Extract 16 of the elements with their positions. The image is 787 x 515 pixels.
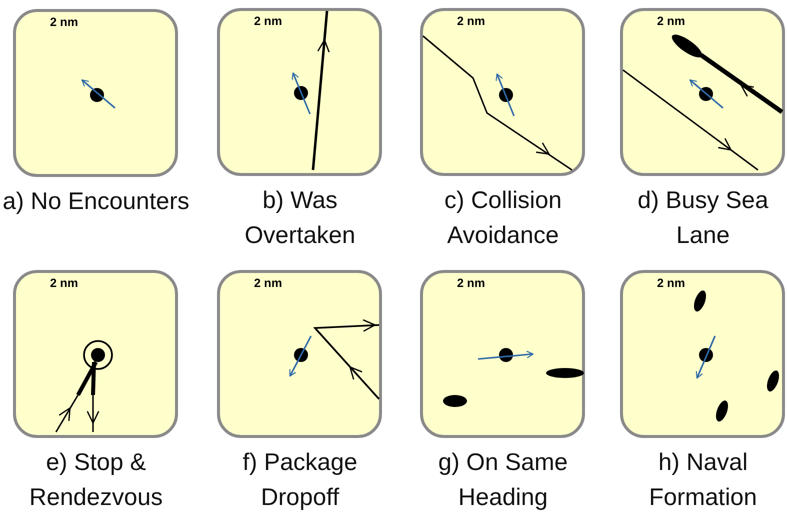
scale-label: 2 nm [254, 276, 282, 290]
panel-caption: a) No Encounters [2, 187, 190, 217]
panel-caption: e) Stop & Rendezvous [28, 448, 164, 513]
panel-caption: d) Busy Sea Lane [636, 186, 770, 251]
scale-label: 2 nm [254, 14, 282, 28]
panel-caption: h) Naval Formation [648, 448, 758, 513]
scale-label: 2 nm [50, 276, 78, 290]
panel-caption: f) Package Dropoff [242, 448, 358, 513]
panel-caption: g) On Same Heading [437, 448, 569, 513]
scale-label: 2 nm [657, 14, 686, 28]
panel-caption: c) Collision Avoidance [443, 186, 563, 251]
scale-label: 2 nm [50, 15, 78, 29]
panel-caption: b) Was Overtaken [244, 186, 356, 251]
scale-label: 2 nm [457, 14, 486, 28]
scale-label: 2 nm [457, 276, 486, 290]
scale-label: 2 nm [657, 276, 686, 290]
